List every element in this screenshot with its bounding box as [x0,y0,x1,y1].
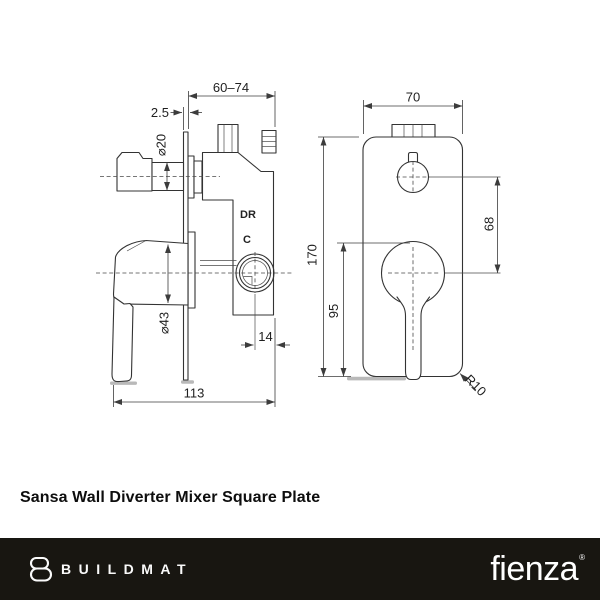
flange-ring-top [187,155,195,199]
dim-centres-spacing: 68 [482,217,497,231]
dim-spindle-diameter: ⌀20 [154,134,169,156]
cartridge-column [217,123,239,154]
shadow-plate-front [347,376,406,381]
dim-outlet-offset: 14 [258,329,272,344]
handle-stem-fill [397,297,430,380]
outlet-notch [243,276,253,285]
dim-corner-radius: R10 [462,372,489,399]
buildmat-b-icon [29,556,53,582]
flange-ring-top-inner [193,160,203,194]
registered-trademark-icon: ® [579,553,585,562]
buildmat-logo: BUILDMAT [28,556,193,583]
valve-body [201,151,275,316]
dim-depth-range: 60–74 [213,80,249,95]
fienza-logo: fienza® [490,550,585,588]
shadow-plate-side [181,380,194,384]
mounting-tabs [391,123,436,139]
fienza-wordmark: fienza [490,550,579,588]
label-c: C [243,234,251,246]
shadow-lever [110,381,137,385]
dome-facet-line [126,240,147,252]
buildmat-wordmark: BUILDMAT [61,561,194,577]
front-view: 70 170 95 68 R10 [305,90,501,399]
handle-lever-side [111,296,134,383]
dim-overall-width: 113 [184,386,205,401]
label-dr: DR [240,209,256,221]
handle-stem-front [396,296,431,381]
dim-plate-width: 70 [406,90,420,105]
side-view: DR C 60–74 2.5 ⌀20 ⌀43 14 113 [96,80,292,407]
dim-line-radius [459,373,477,391]
technical-drawing: DR C 60–74 2.5 ⌀20 ⌀43 14 113 [96,80,501,407]
dim-plate-thickness: 2.5 [151,105,169,120]
diverter-knob-side [116,151,153,192]
dim-plate-height: 170 [305,244,320,266]
dim-handle-diameter: ⌀43 [157,312,172,334]
product-title: Sansa Wall Diverter Mixer Square Plate [20,489,321,506]
dim-handle-centre-height: 95 [326,304,341,318]
footer-bar: BUILDMAT fienza® [0,538,600,600]
flange-ring-bottom [187,231,196,309]
